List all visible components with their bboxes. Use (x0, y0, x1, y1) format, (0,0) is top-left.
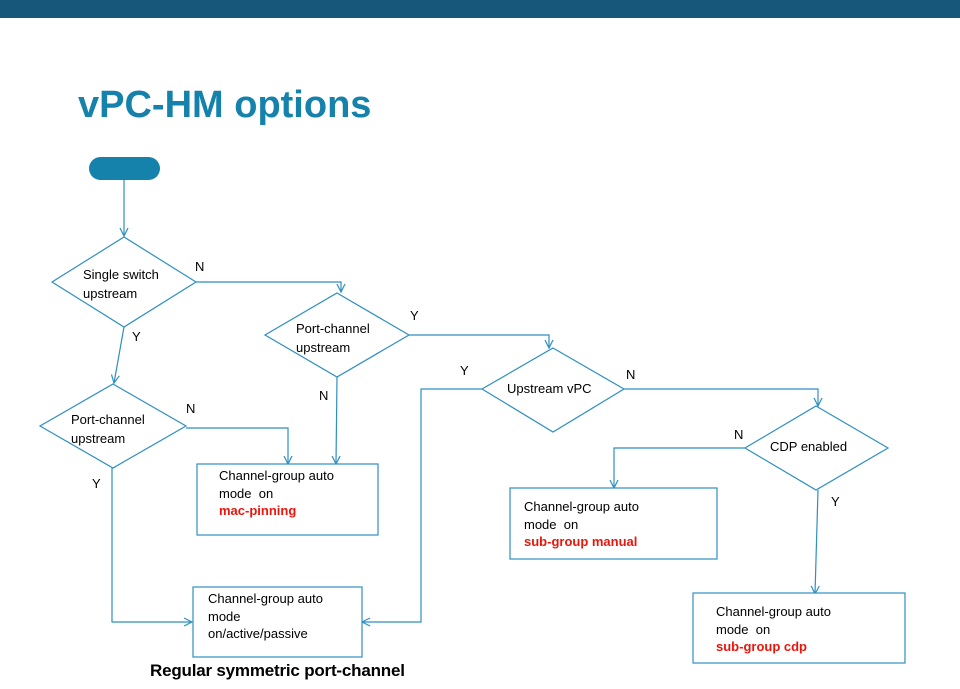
edge-label-d5-n: N (734, 427, 743, 442)
decision-single-switch (50, 236, 198, 328)
result-box-subgroup-cdp-highlight: sub-group cdp (716, 639, 807, 654)
edge-label-d3-n: N (186, 401, 195, 416)
caption: Regular symmetric port-channel (150, 661, 405, 680)
edge-label-d5-y: Y (831, 494, 840, 509)
edge-label-d1-n: N (195, 259, 204, 274)
decision-port-channel-mid-label-2: upstream (296, 340, 350, 355)
decision-single-switch-label-2: upstream (83, 286, 137, 301)
result-box-subgroup-manual (509, 487, 718, 560)
result-box-mac-pinning-highlight: mac-pinning (219, 503, 296, 518)
decision-port-channel-mid (263, 292, 411, 378)
edge-label-d3-y: Y (92, 476, 101, 491)
result-box-subgroup-cdp (692, 592, 906, 664)
result-box-subgroup-cdp-line-2: mode on (716, 622, 770, 637)
result-box-subgroup-cdp-line-1: Channel-group auto (716, 604, 831, 619)
edge-d2-macbox (186, 427, 288, 464)
result-box-symmetric-line-3: on/active/passive (208, 626, 308, 641)
decision-port-channel-left (38, 383, 188, 469)
edge-d2-symbox (111, 468, 192, 622)
start-terminal (89, 157, 160, 180)
decision-port-channel-left-label-1: Port-channel (71, 412, 145, 427)
edge-label-d2-n: N (319, 388, 328, 403)
result-box-symmetric-line-1: Channel-group auto (208, 591, 323, 606)
result-box-symmetric-line-2: mode (208, 609, 241, 624)
result-box-subgroup-manual-line-1: Channel-group auto (524, 499, 639, 514)
result-box-mac-pinning-line-1: Channel-group auto (219, 468, 334, 483)
edge-d4-d5 (624, 388, 818, 406)
result-box-mac-pinning-line-2: mode on (219, 486, 273, 501)
edge-d5-manualbox (614, 447, 745, 488)
edge-label-d4-y: Y (460, 363, 469, 378)
edge-d5-cdpbox (815, 489, 818, 594)
decision-port-channel-left-label-2: upstream (71, 431, 125, 446)
decision-upstream-vpc-label: Upstream vPC (507, 381, 592, 396)
decision-single-switch-label-1: Single switch (83, 267, 159, 282)
edge-d1-d3 (196, 281, 341, 292)
result-box-mac-pinning (196, 463, 379, 536)
edge-label-d2-y: Y (410, 308, 419, 323)
edge-label-d4-n: N (626, 367, 635, 382)
page-title: vPC-HM options (78, 84, 372, 126)
edge-d4-symbox (362, 388, 482, 622)
connectors (112, 180, 818, 622)
decision-cdp-enabled-label: CDP enabled (770, 439, 847, 454)
edge-d3-d4 (409, 334, 549, 348)
decision-cdp-enabled (743, 405, 890, 491)
decision-upstream-vpc (480, 347, 626, 433)
result-box-subgroup-manual-line-2: mode on (524, 517, 578, 532)
header-bar (0, 0, 960, 18)
edge-d1-d2 (114, 326, 125, 383)
decision-port-channel-mid-label-1: Port-channel (296, 321, 370, 336)
edge-label-d1-y: Y (132, 329, 141, 344)
result-box-symmetric (192, 586, 363, 658)
result-box-subgroup-manual-highlight: sub-group manual (524, 534, 637, 549)
edge-d3-macbox (336, 376, 337, 464)
